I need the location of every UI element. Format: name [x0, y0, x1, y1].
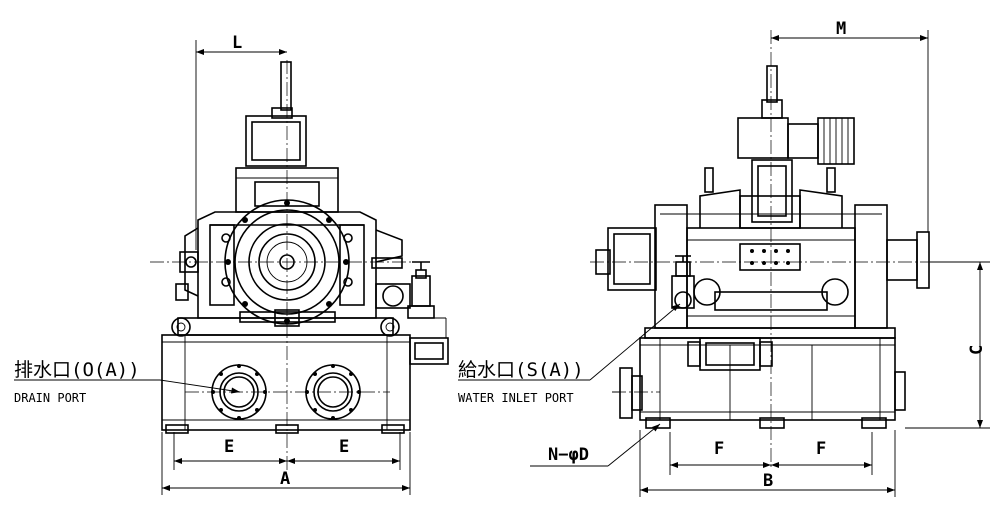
drain-flange-right	[305, 364, 361, 420]
right-gearbox	[737, 117, 789, 159]
drain-port-label-jp: 排水口(O(A))	[14, 359, 140, 381]
inlet-flange	[619, 367, 633, 419]
anchor-bolt-label: N−φD	[548, 445, 589, 465]
dimension-label-e-left: E	[224, 437, 234, 457]
dimension-label-f-left: F	[714, 439, 724, 459]
left-gearbox	[245, 115, 307, 167]
left-junction-box	[409, 337, 449, 365]
dimension-label-f-right: F	[816, 439, 826, 459]
left-base-frame	[161, 334, 411, 431]
dimension-label-c: C	[967, 345, 987, 355]
right-bearing-housing	[607, 227, 657, 291]
water-inlet-label-jp: 給水口(S(A))	[458, 359, 584, 381]
dimension-label-l: L	[232, 33, 242, 53]
left-pump-body	[197, 199, 377, 327]
drain-port-label-en: DRAIN PORT	[14, 391, 86, 405]
right-pump-frame	[654, 167, 888, 329]
right-side-view: M C F F B N−φD 給水口(S(A)) WA	[458, 19, 990, 497]
drain-flange-left	[211, 364, 267, 420]
water-inlet-label-en: WATER INLET PORT	[458, 391, 574, 405]
dimension-label-e-right: E	[339, 437, 349, 457]
dimension-label-a: A	[280, 469, 290, 489]
dimension-label-b: B	[763, 471, 773, 491]
right-base-frame	[639, 337, 896, 421]
left-front-view: L E E A 排水口(O(A)) DRAIN PORT	[14, 33, 449, 495]
dimension-label-m: M	[836, 19, 846, 39]
